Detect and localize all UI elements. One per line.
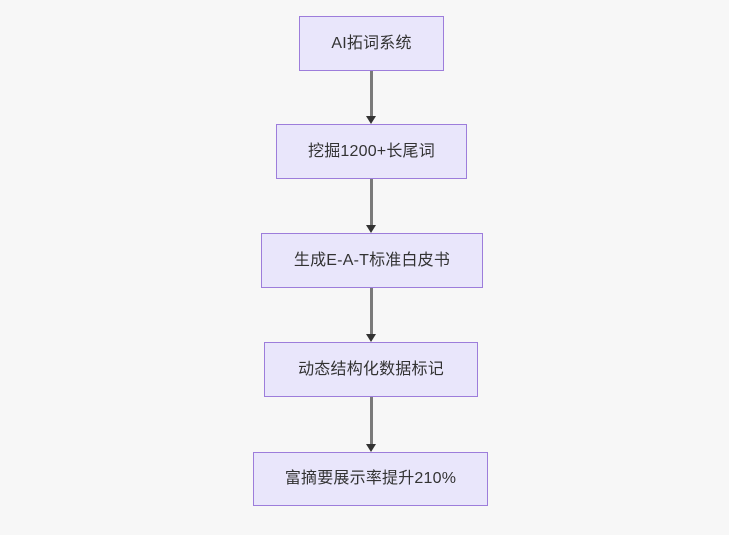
node-label: 生成E-A-T标准白皮书 [293,251,451,269]
node-label: 动态结构化数据标记 [298,360,444,378]
edge-node4-to-node5 [365,397,376,452]
edge-node3-to-node4 [365,288,376,342]
arrowhead-icon [365,334,376,342]
flowchart-node-rich-snippet-rate-increase[interactable]: 富摘要展示率提升210% [253,452,488,506]
edge-node2-to-node3 [365,179,376,233]
arrowhead-icon [365,116,376,124]
flowchart-node-generate-eat-whitepaper[interactable]: 生成E-A-T标准白皮书 [261,233,483,288]
edge-line [369,179,373,226]
edge-line [369,397,373,445]
edge-line [369,288,373,335]
flowchart-node-ai-keyword-system[interactable]: AI拓词系统 [299,16,444,71]
node-label: 富摘要展示率提升210% [284,470,457,488]
node-label: AI拓词系统 [331,34,412,52]
flowchart-node-dynamic-structured-data-markup[interactable]: 动态结构化数据标记 [264,342,478,397]
node-label: 挖掘1200+长尾词 [308,142,435,160]
edge-node1-to-node2 [365,71,376,124]
arrowhead-icon [365,225,376,233]
edge-line [369,71,373,117]
flowchart-node-mine-longtail-keywords[interactable]: 挖掘1200+长尾词 [276,124,467,179]
arrowhead-icon [365,444,376,452]
